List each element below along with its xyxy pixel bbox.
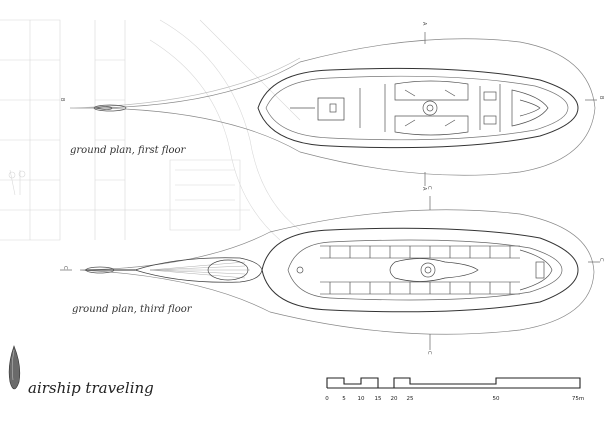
- third-floor-plan: [60, 196, 600, 350]
- scale-tick-15: 15: [374, 396, 382, 402]
- third-floor-caption: ground plan, third floor: [72, 304, 192, 315]
- section-marker-c-bottom: C: [426, 351, 432, 355]
- scale-tick-25: 25: [406, 396, 414, 402]
- background-linework: [0, 19, 301, 241]
- section-marker-c-left: C: [62, 266, 68, 270]
- first-floor-caption: ground plan, first floor: [70, 145, 186, 156]
- scale-tick-20: 20: [390, 396, 398, 402]
- first-floor-plan: [69, 32, 597, 186]
- airship-icon: [8, 345, 21, 390]
- scale-tick-10: 10: [357, 396, 365, 402]
- section-marker-c-right: C: [598, 258, 604, 262]
- section-marker-a-top: A: [421, 22, 427, 26]
- section-marker-b-left: B: [59, 98, 65, 102]
- scale-tick-50: 50: [492, 396, 500, 402]
- section-marker-c-top: C: [426, 186, 432, 190]
- section-marker-b-right: B: [598, 96, 604, 100]
- scale-bar: [326, 377, 581, 389]
- scale-tick-0: 0: [325, 396, 329, 402]
- section-marker-a-bottom: A: [421, 187, 427, 191]
- project-title: airship traveling: [28, 379, 154, 397]
- scale-tick-75: 75m: [571, 396, 585, 402]
- scale-tick-5: 5: [342, 396, 346, 402]
